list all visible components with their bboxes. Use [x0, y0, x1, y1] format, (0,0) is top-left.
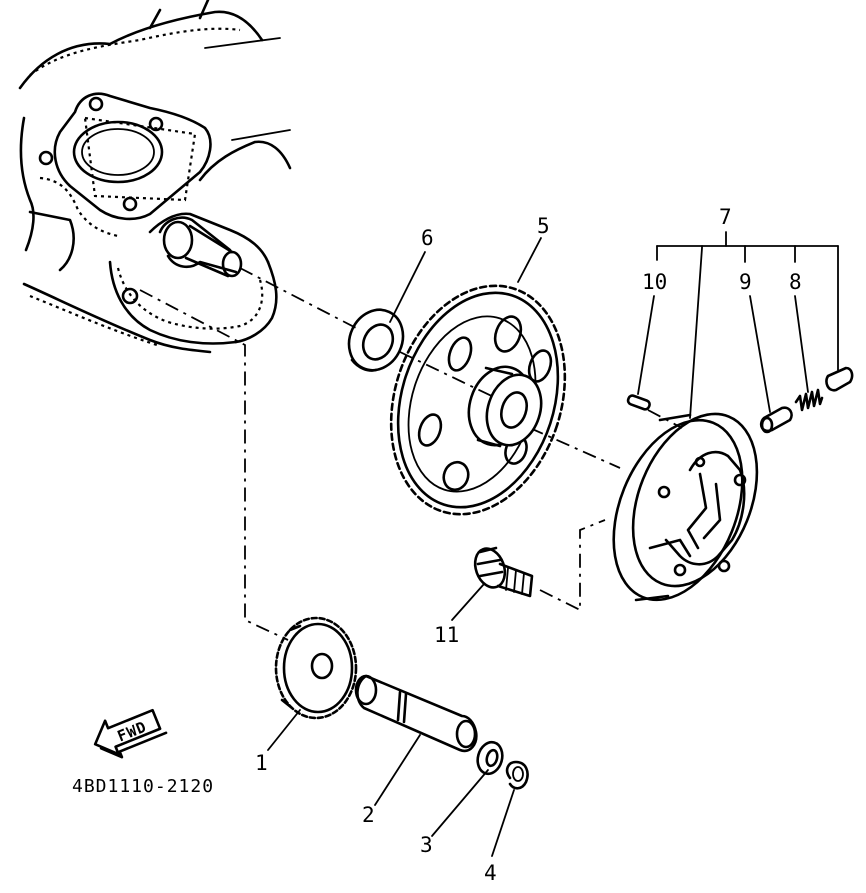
part-11-bolt [473, 546, 534, 598]
callout-1: 1 [255, 751, 268, 775]
fwd-arrow-icon: FWD [93, 708, 168, 759]
part-7-starter-clutch [612, 412, 759, 602]
callout-5: 5 [537, 214, 550, 238]
part-8-spring [794, 388, 824, 412]
callout-labels: 1 2 3 4 5 6 7 8 9 10 11 [255, 205, 802, 885]
callout-3: 3 [420, 833, 433, 857]
diagram-code: 4BD1110-2120 [72, 776, 214, 797]
callout-8: 8 [789, 270, 802, 294]
alignment-lines [139, 267, 683, 641]
engine-crankcase [18, 0, 292, 354]
callout-4: 4 [484, 861, 497, 885]
callout-6: 6 [421, 226, 434, 250]
callout-11: 11 [434, 623, 459, 647]
callout-9: 9 [739, 270, 752, 294]
part-5-driven-gear [389, 284, 567, 516]
part-6-washer [347, 308, 405, 372]
callout-leaders [267, 231, 839, 857]
part-1-idle-gear [274, 616, 358, 720]
callout-2: 2 [362, 803, 375, 827]
part-10-roller [626, 394, 651, 411]
part-2-shaft [354, 674, 478, 753]
part-cap [825, 366, 854, 392]
callout-10: 10 [642, 270, 667, 294]
part-9-plunger [759, 406, 793, 434]
callout-7: 7 [719, 205, 732, 229]
part-3-washer [476, 740, 504, 776]
part-4-circlip [505, 760, 529, 790]
